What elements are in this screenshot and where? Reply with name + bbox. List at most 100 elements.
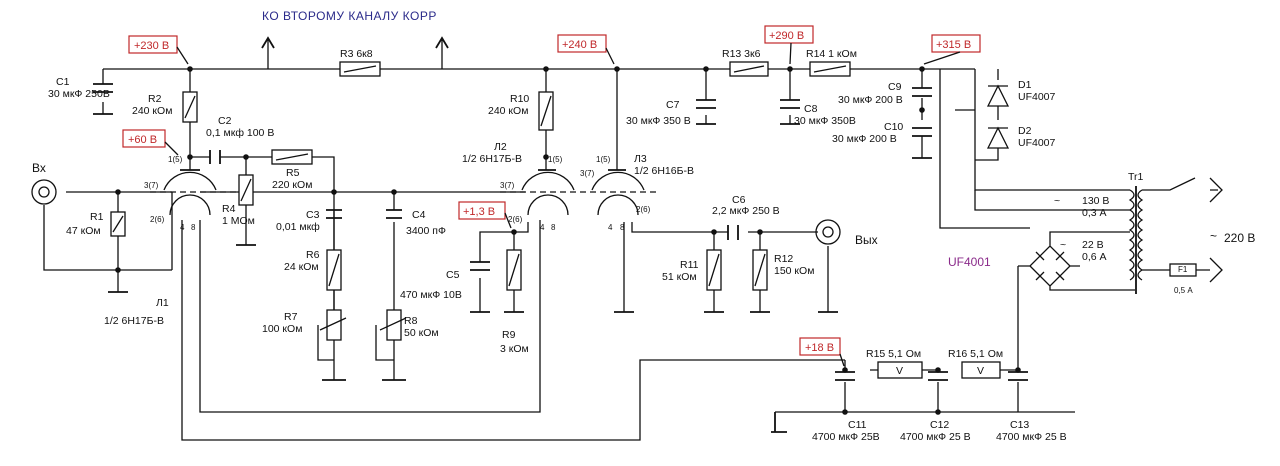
c1-name: C1 [56,76,70,88]
pin-labels: 1(5) 3(7) 2(6) 4 8 1(5) 3(7) 2(6) 4 8 1(… [144,155,651,232]
sec2-tilde: ~ [1060,239,1066,251]
svg-text:8: 8 [620,223,625,232]
r4-name: R4 [222,203,236,215]
sec1-current: 0,3 А [1082,207,1107,219]
c10-name: C10 [884,121,903,133]
l1-name: Л1 [156,297,169,309]
d2-part: UF4007 [1018,137,1056,149]
c5-name: C5 [446,269,460,281]
capacitor-symbols [93,83,1028,381]
ground-symbols [93,113,932,433]
fuse-rating: 0,5 А [1174,286,1193,295]
sec1-voltage: 130 В [1082,195,1109,207]
voltage-label: +290 В [769,30,804,42]
input-jack[interactable] [31,179,57,205]
r6-value: 24 кОм [284,261,319,273]
bridge-label: UF4001 [948,255,991,269]
r10-value: 240 кОм [488,105,528,117]
r11-value: 51 кОм [662,271,697,283]
r12-value: 150 кОм [774,265,814,277]
c11-value: 4700 мкФ 25В [812,431,880,443]
junction-dots [115,66,1021,415]
r2-name: R2 [148,93,162,105]
c3-value: 0,01 мкф [276,221,320,233]
r11-name: R11 [680,259,699,271]
r9-value: 3 кОм [500,343,529,355]
c8-name: C8 [804,103,818,115]
l3-type: 1/2 6Н16Б-В [634,165,694,177]
l1-type: 1/2 6Н17Б-В [104,315,164,327]
diagram-title: КО ВТОРОМУ КАНАЛУ КОРР [262,9,437,23]
r10-name: R10 [510,93,529,105]
mains-tilde: ~ [1210,229,1217,243]
r14-label: R14 1 кОм [806,48,857,60]
r8-name: R8 [404,315,418,327]
svg-text:3(7): 3(7) [580,169,595,178]
fuse-name: F1 [1178,265,1188,274]
arrow-up-icon [261,36,275,49]
c9-name: C9 [888,81,902,93]
output-jack[interactable] [815,219,841,245]
c10-value: 30 мкФ 200 В [832,133,897,145]
tube-symbols [150,169,660,216]
sec2-current: 0,6 А [1082,251,1107,263]
l2-name: Л2 [494,141,507,153]
voltage-label: +230 В [134,40,169,52]
arrow-up-icon [435,36,449,49]
svg-text:1(5): 1(5) [596,155,611,164]
r12-name: R12 [774,253,793,265]
voltage-markers: +230 В +60 В +240 В +290 В +315 В +1,3 В… [122,25,981,367]
c1-value: 30 мкФ 250В [48,88,110,100]
transformer-name: Tr1 [1128,171,1144,183]
r5-value: 220 кОм [272,179,312,191]
c9-value: 30 мкФ 200 В [838,94,903,106]
r15-mark: V [896,365,903,377]
svg-text:4: 4 [540,223,545,232]
l3-name: Л3 [634,153,647,165]
c3-name: C3 [306,209,320,221]
r6-name: R6 [306,249,320,261]
svg-text:1(5): 1(5) [168,155,183,164]
c5-value-above: 470 мкФ 10В [400,289,462,301]
voltage-label: +60 В [128,134,157,146]
sec2-voltage: 22 В [1082,239,1104,251]
voltage-label: +18 В [805,342,834,354]
svg-text:4: 4 [180,223,185,232]
svg-text:3(7): 3(7) [500,181,515,190]
c6-name: C6 [732,194,746,206]
voltage-label: +240 В [562,39,597,51]
r2-value: 240 кОм [132,105,172,117]
diode-symbols [986,84,1065,281]
c13-value: 4700 мкФ 25 В [996,431,1067,443]
d2-name: D2 [1018,125,1032,137]
c4-name: C4 [412,209,426,221]
c7-name: C7 [666,99,680,111]
r7-value: 100 кОм [262,323,302,335]
sec1-tilde: ~ [1054,195,1060,207]
d1-name: D1 [1018,79,1032,91]
c7-value: 30 мкФ 350 В [626,115,691,127]
c11-name: C11 [848,419,867,431]
input-jack-center [38,186,50,198]
r13-label: R13 3к6 [722,48,761,60]
resistor-symbols [110,61,1001,379]
r16-mark: V [977,365,984,377]
r7-name: R7 [284,311,298,323]
l2-type: 1/2 6Н17Б-В [462,153,522,165]
output-jack-center [822,226,834,238]
r1-value: 47 кОм [66,225,101,237]
c6-value: 2,2 мкФ 250 В [712,205,780,217]
r5-name: R5 [286,167,300,179]
voltage-label: +315 В [936,39,971,51]
r1-name: R1 [90,211,104,223]
r9-name: R9 [502,329,516,341]
r8-value: 50 кОм [404,327,439,339]
d1-part: UF4007 [1018,91,1056,103]
c12-name: C12 [930,419,949,431]
c13-name: C13 [1010,419,1029,431]
c4-value: 3400 пФ [406,225,446,237]
c12-value: 4700 мкФ 25 В [900,431,971,443]
svg-text:8: 8 [551,223,556,232]
voltage-label: +1,3 В [463,206,495,218]
